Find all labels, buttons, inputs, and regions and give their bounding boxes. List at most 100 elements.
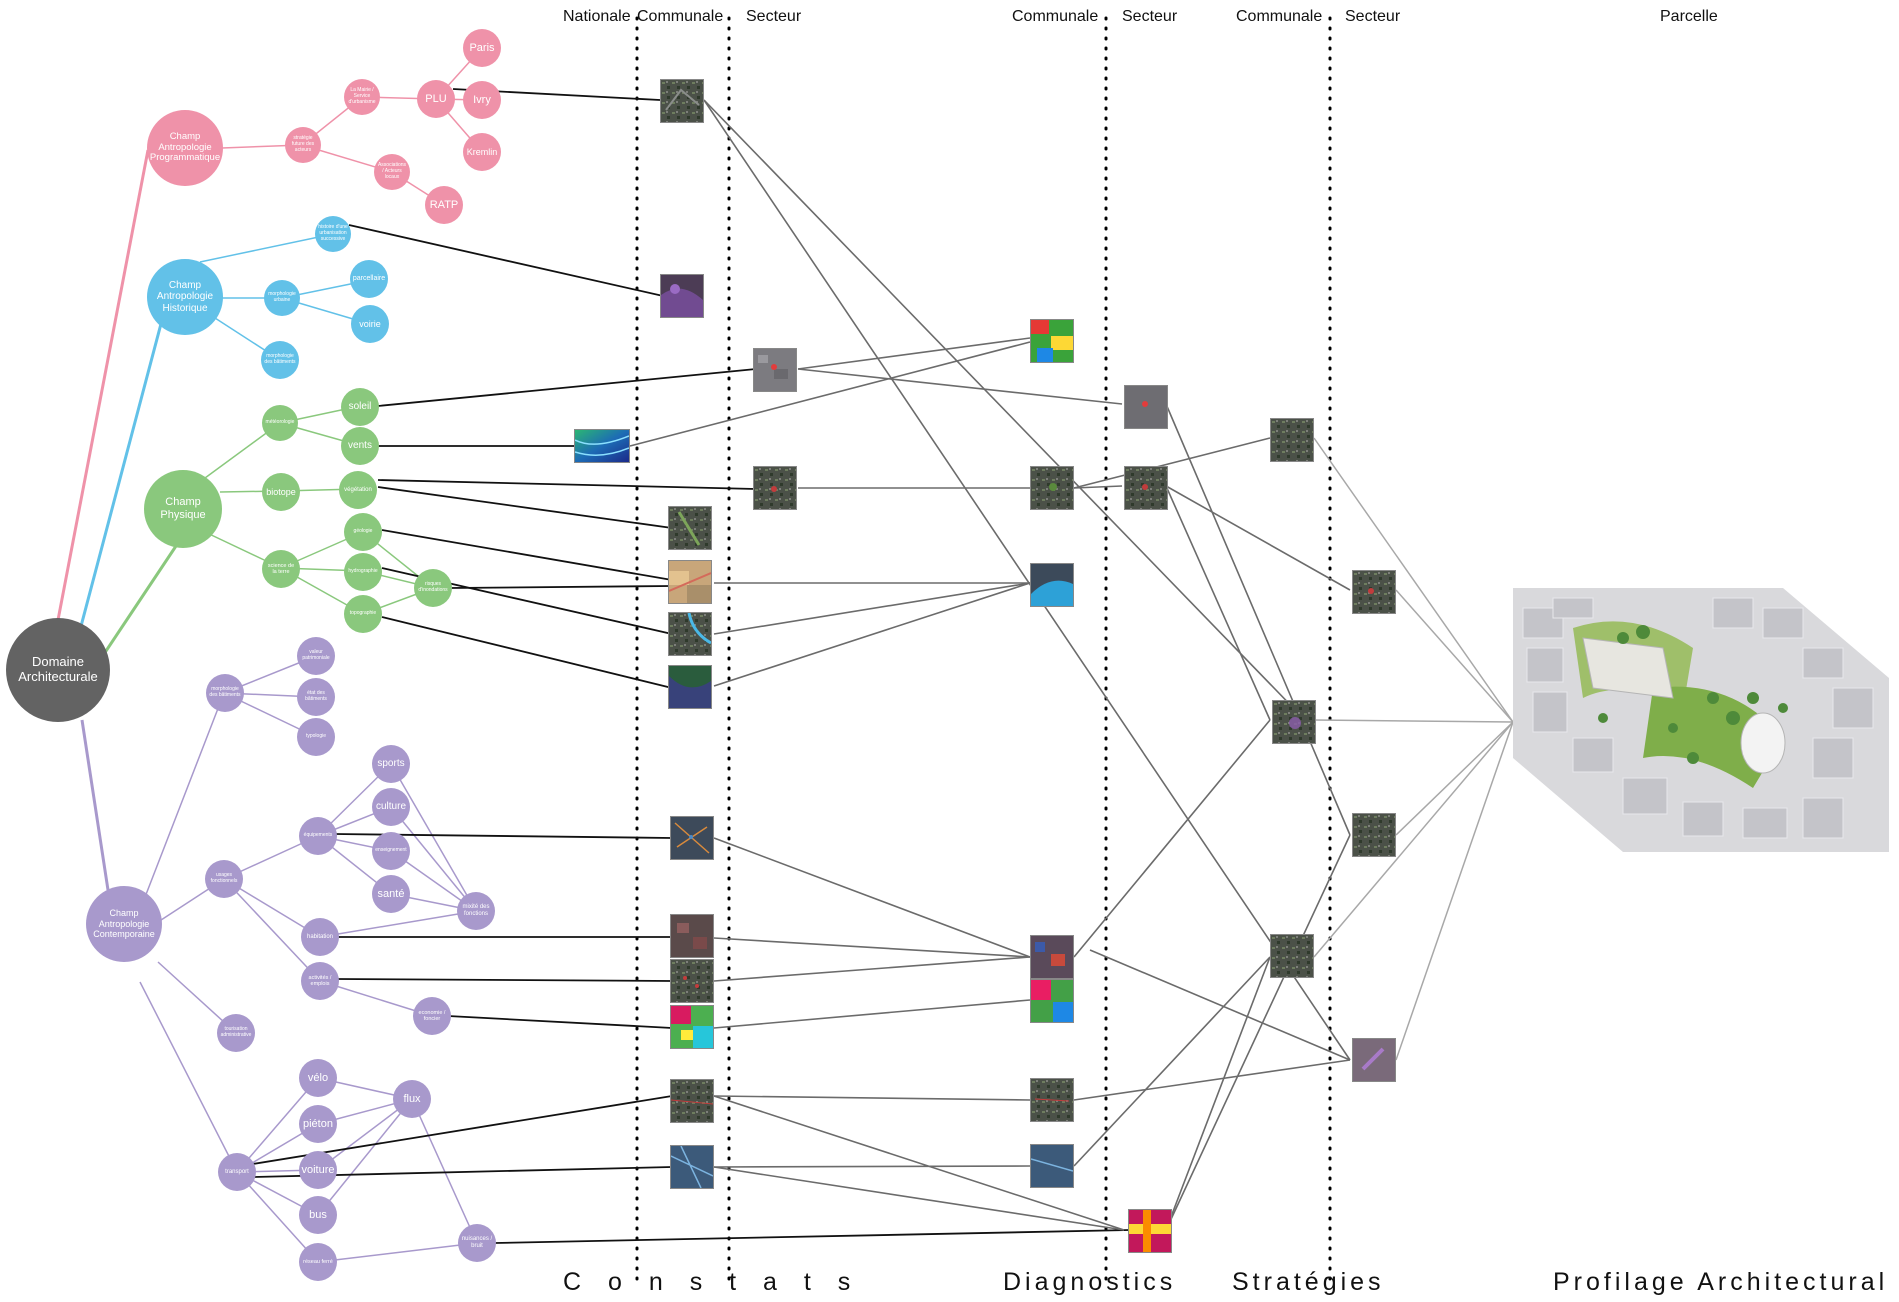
header-secteur-strategies: Secteur	[1345, 8, 1401, 25]
node-science-terre: science de la terre	[262, 550, 300, 588]
node-histoire: histoire d'une urbanisation successive	[315, 216, 351, 252]
map-thumbnail	[670, 816, 714, 860]
node-biotope: biotope	[262, 473, 300, 511]
header-nationale: Nationale	[563, 8, 631, 25]
physique-edges	[204, 405, 434, 615]
header-parcelle: Parcelle	[1660, 8, 1718, 25]
map-thumbnail	[753, 466, 797, 510]
map-thumbnail	[668, 665, 712, 709]
map-thumbnail	[1030, 1144, 1074, 1188]
map-thumbnail	[1030, 935, 1074, 979]
header-communale-strategies: Communale	[1236, 8, 1323, 25]
node-soleil: soleil	[341, 388, 379, 426]
node-velo: vélo	[299, 1059, 337, 1097]
node-morpho-batiments: morphologie des bâtiments	[206, 674, 244, 712]
node-vegetation: végétation	[339, 471, 377, 509]
map-thumbnail	[670, 1079, 714, 1123]
root-edges	[56, 149, 182, 891]
column-separators	[635, 16, 1332, 1284]
map-thumbnail	[670, 914, 714, 958]
node-usages: usages fonctionnels	[205, 860, 243, 898]
header-secteur-diagnostics: Secteur	[1122, 8, 1178, 25]
map-thumbnail	[1030, 319, 1074, 363]
node-mairie: La Mairie / Service d'urbanisme	[344, 79, 380, 115]
node-sports: sports	[372, 745, 410, 783]
node-habitation: habitation	[301, 918, 339, 956]
map-thumbnail	[1270, 418, 1314, 462]
map-thumbnail	[660, 274, 704, 318]
phase-profilage: Profilage Architectural	[1553, 1268, 1889, 1296]
node-sante: santé	[372, 875, 410, 913]
node-voirie: voirie	[351, 305, 389, 343]
map-thumbnail	[660, 79, 704, 123]
node-strategie-future: stratégie future des acteurs	[285, 127, 321, 163]
map-thumbnail	[753, 348, 797, 392]
field-node-programmatique: Champ Antropologie Programmatique	[147, 110, 223, 186]
node-economie: economie / foncier	[413, 997, 451, 1035]
node-ivry: Ivry	[463, 81, 501, 119]
node-geologie: géologie	[344, 513, 382, 551]
map-thumbnail	[1352, 1038, 1396, 1082]
field-node-contemporaine: Champ Antropologie Contemporaine	[86, 886, 162, 962]
map-thumbnail	[670, 959, 714, 1003]
node-kremlin: Kremlin	[463, 133, 501, 171]
map-thumbnail	[1352, 570, 1396, 614]
node-equipements: équipements	[299, 817, 337, 855]
header-communale-constats: Communale	[637, 8, 724, 25]
node-associations: Associations / Acteurs locaux	[374, 154, 410, 190]
node-vents: vents	[341, 427, 379, 465]
node-mixite: mixité des fonctions	[457, 892, 495, 930]
map-thumbnail	[574, 429, 630, 463]
node-typologie: typologie	[297, 718, 335, 756]
header-communale-diagnostics: Communale	[1012, 8, 1099, 25]
root-node-domaine: Domaine Architecturale	[6, 618, 110, 722]
map-thumbnail	[1030, 979, 1074, 1023]
node-risques: risques d'inondations	[414, 569, 452, 607]
node-enseignement: enseignement	[372, 832, 410, 870]
phase-diagnostics: Diagnostics	[1003, 1268, 1177, 1296]
node-bus: bus	[299, 1196, 337, 1234]
map-thumbnail	[1124, 385, 1168, 429]
node-valeur: valeur patrimoniale	[297, 637, 335, 675]
phase-strategies: Stratégies	[1232, 1268, 1385, 1296]
node-tourisation: tourisation administrative	[217, 1014, 255, 1052]
node-ratp: RATP	[425, 186, 463, 224]
node-hydrographie: hydrographie	[344, 553, 382, 591]
node-morpho-bati: morphologie des bâtiments	[261, 341, 299, 379]
map-thumbnail	[1124, 466, 1168, 510]
map-thumbnail	[668, 506, 712, 550]
node-etat: état des bâtiments	[297, 678, 335, 716]
map-thumbnail	[1128, 1209, 1172, 1253]
node-paris: Paris	[463, 29, 501, 67]
field-node-historique: Champ Antropologie Historique	[147, 259, 223, 335]
node-plu: PLU	[417, 80, 455, 118]
header-secteur-constats: Secteur	[746, 8, 802, 25]
map-thumbnail	[1270, 934, 1314, 978]
node-transport: transport	[218, 1153, 256, 1191]
node-activites: activités / emplois	[301, 962, 339, 1000]
map-thumbnail	[668, 560, 712, 604]
node-reseau: réseau ferré	[299, 1243, 337, 1281]
node-culture: culture	[372, 788, 410, 826]
cross-phase-links	[629, 99, 1351, 1231]
map-thumbnail	[670, 1005, 714, 1049]
node-flux: flux	[393, 1080, 431, 1118]
field-node-physique: Champ Physique	[144, 470, 222, 548]
phase-constats: C o n s t a t s	[563, 1268, 861, 1296]
node-meteorologie: météorologie	[262, 405, 298, 441]
node-topographie: topographie	[344, 595, 382, 633]
strategy-to-parcel-links	[1313, 437, 1514, 1061]
node-pieton: piéton	[299, 1105, 337, 1143]
map-thumbnail	[1030, 466, 1074, 510]
map-thumbnail	[668, 612, 712, 656]
node-parcellaire: parcellaire	[350, 260, 388, 298]
map-thumbnail	[1272, 700, 1316, 744]
parcel-3d-render	[1513, 588, 1889, 852]
map-thumbnail	[670, 1145, 714, 1189]
node-morpho-urbaine: morphologie urbaine	[264, 280, 300, 316]
node-nuisances: nuisances / bruit	[458, 1224, 496, 1262]
map-thumbnail	[1352, 813, 1396, 857]
map-thumbnail	[1030, 563, 1074, 607]
map-thumbnail	[1030, 1078, 1074, 1122]
programmatique-edges	[221, 47, 483, 206]
